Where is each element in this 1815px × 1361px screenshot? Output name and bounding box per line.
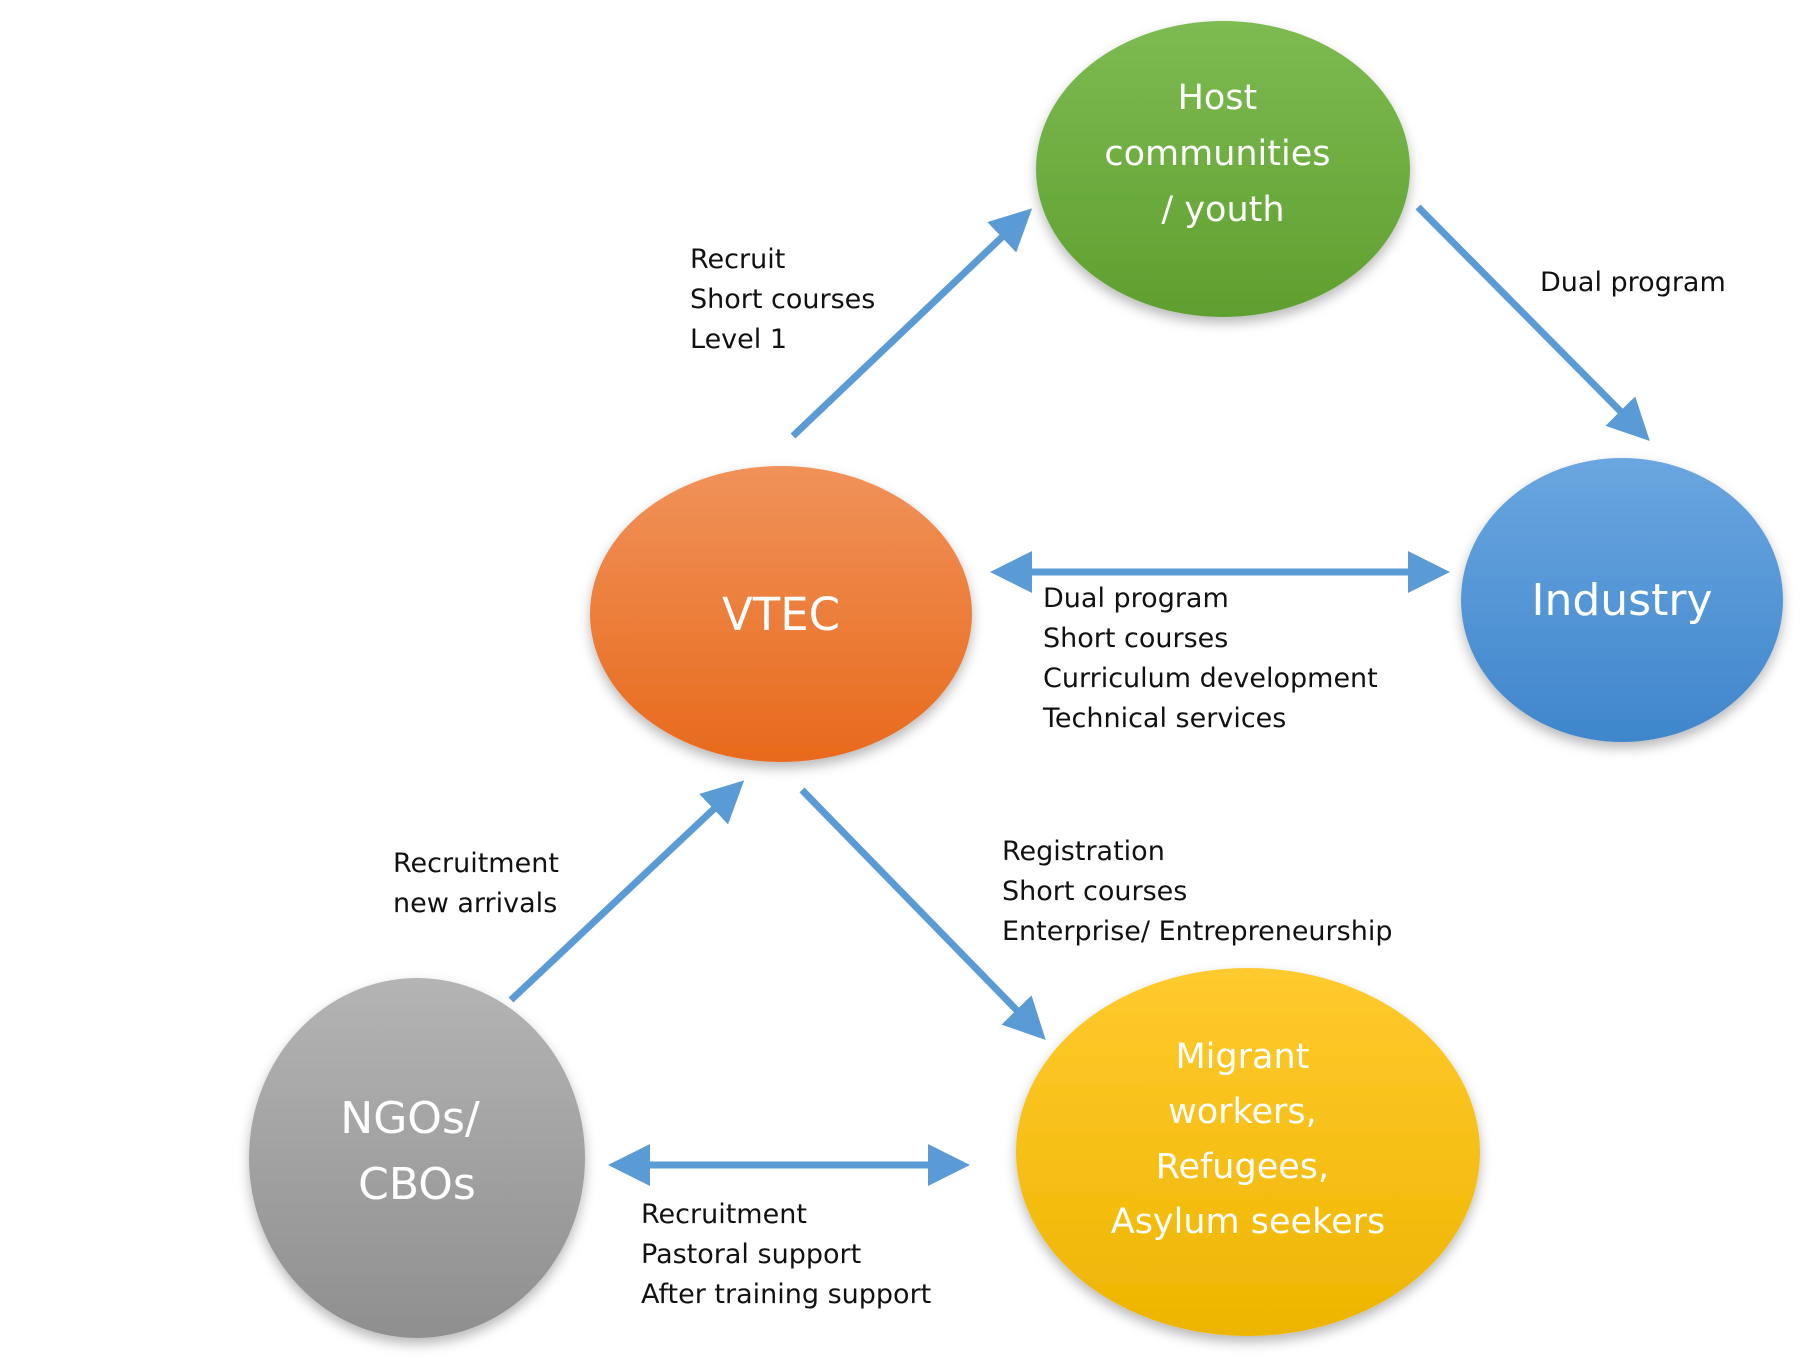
label-ngo-to-vtec-line-2: new arrivals	[393, 888, 557, 919]
label-vtec-industry-line-1: Dual program	[1043, 583, 1229, 614]
arrow-vtec-to-migrant	[799, 787, 1046, 1041]
label-vtec-industry-line-3: Curriculum development	[1043, 663, 1378, 694]
label-vtec-industry: Dual program Short courses Curriculum de…	[1042, 583, 1386, 734]
label-ngo-migrant-line-1: Recruitment	[641, 1199, 807, 1230]
label-vtec-to-host: Recruit Short courses Level 1	[690, 244, 884, 355]
label-vtec-industry-line-4: Technical services	[1042, 703, 1286, 734]
label-ngo-to-vtec: Recruitment new arrivals	[393, 848, 568, 919]
label-ngo-migrant-line-2: Pastoral support	[641, 1239, 861, 1270]
label-vtec-to-migrant-line-3: Enterprise/ Entrepreneurship	[1002, 916, 1392, 947]
label-vtec-industry-line-2: Short courses	[1043, 623, 1228, 654]
node-host-line-1: Host	[1178, 78, 1258, 118]
node-ngos-cbos: NGOs/ CBOs	[249, 978, 585, 1338]
label-host-to-industry: Dual program	[1540, 267, 1726, 298]
arrow-ngo-to-vtec	[508, 780, 745, 1003]
node-migrant-line-1: Migrant	[1175, 1037, 1309, 1077]
label-ngo-migrant-line-3: After training support	[641, 1279, 931, 1310]
svg-text:Industry: Industry	[1532, 575, 1713, 626]
node-industry: Industry	[1461, 458, 1783, 742]
label-vtec-to-migrant: Registration Short courses Enterprise/ E…	[1002, 836, 1392, 947]
label-ngo-to-vtec-line-1: Recruitment	[393, 848, 559, 879]
node-migrant-line-3: Refugees,	[1156, 1147, 1329, 1187]
arrow-host-to-industry	[1415, 204, 1650, 441]
svg-text:NGOs/ CBOs: NGOs/ CBOs	[340, 1093, 493, 1210]
arrow-vtec-to-host	[790, 208, 1033, 439]
node-host-line-2: communities	[1104, 134, 1330, 174]
svg-text:VTEC: VTEC	[722, 588, 840, 641]
label-host-to-industry-line-1: Dual program	[1540, 267, 1726, 298]
node-migrant-line-4: Asylum seekers	[1111, 1202, 1386, 1242]
node-vtec-line-1: VTEC	[722, 588, 840, 641]
node-industry-line-1: Industry	[1532, 575, 1713, 626]
node-migrant-line-2: workers,	[1168, 1092, 1317, 1132]
svg-text:Migrant workers, R: Migrant workers, Refugees, Asylum seeker…	[1111, 1037, 1386, 1242]
node-migrant-workers: Migrant workers, Refugees, Asylum seeker…	[1016, 968, 1480, 1336]
label-vtec-to-host-line-3: Level 1	[690, 324, 787, 355]
node-host-line-3: / youth	[1161, 190, 1284, 230]
svg-text:Host communities /: Host communities / youth	[1104, 78, 1341, 230]
node-vtec: VTEC	[590, 466, 972, 762]
label-vtec-to-host-line-1: Recruit	[690, 244, 785, 275]
label-vtec-to-migrant-line-2: Short courses	[1002, 876, 1187, 907]
node-ngo-line-1: NGOs/	[340, 1093, 480, 1144]
label-vtec-to-migrant-line-1: Registration	[1002, 836, 1165, 867]
label-vtec-to-host-line-2: Short courses	[690, 284, 875, 315]
node-host-communities: Host communities / youth	[1036, 21, 1410, 317]
node-ngo-line-2: CBOs	[358, 1159, 476, 1210]
label-ngo-migrant: Recruitment Pastoral support After train…	[641, 1199, 931, 1310]
